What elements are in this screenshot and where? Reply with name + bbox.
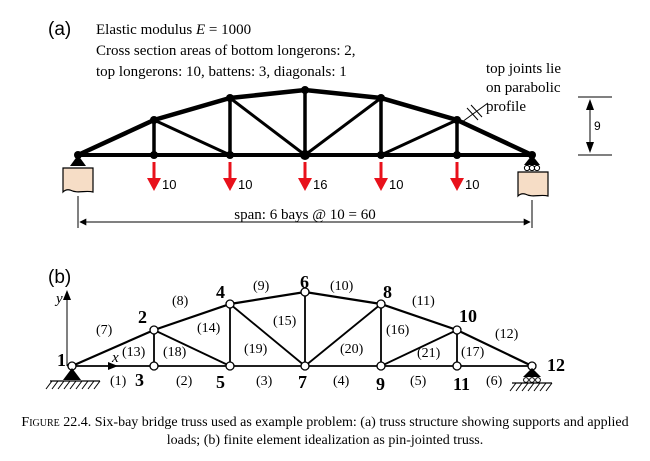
left-support-block [62, 167, 94, 194]
load-label-2: 10 [238, 177, 252, 192]
annotation-leader [461, 102, 489, 123]
panel-b-label: (b) [48, 267, 71, 288]
load-arrow-2 [223, 162, 237, 191]
element-label-14: (14) [197, 321, 221, 336]
node-label-5: 5 [216, 372, 225, 392]
truss-b-nodes [67, 287, 537, 371]
element-label-20: (20) [340, 342, 364, 357]
load-label-5: 10 [465, 177, 479, 192]
panel-a-label: (a) [48, 19, 71, 40]
node-label-12: 12 [547, 355, 565, 375]
element-labels: (1) (2) (3) (4) (5) (6) (7) (8) (9) (10)… [96, 279, 519, 389]
elastic-modulus-text: Elastic modulus E = 1000 [96, 22, 251, 38]
panel-a: (a) Elastic modulus E = 1000 Cross secti… [48, 19, 612, 228]
node-label-6: 6 [300, 272, 309, 292]
annotation-line2: on parabolic [486, 80, 561, 96]
element-label-8: (8) [172, 294, 189, 309]
node-label-3: 3 [135, 370, 144, 390]
element-label-18: (18) [163, 345, 187, 360]
panel-b: (b) y x [45, 267, 565, 394]
annotation-line3: profile [486, 99, 526, 115]
load-label-4: 10 [389, 177, 403, 192]
load-arrow-5 [450, 162, 464, 191]
element-label-3: (3) [256, 374, 273, 389]
node-label-4: 4 [216, 282, 225, 302]
load-arrow-4 [374, 162, 388, 191]
node-label-1: 1 [57, 350, 66, 370]
element-label-13: (13) [122, 345, 146, 360]
right-roller-support [517, 155, 549, 198]
element-label-4: (4) [333, 374, 350, 389]
node-label-10: 10 [459, 306, 477, 326]
y-axis-label: y [54, 291, 63, 307]
element-label-17: (17) [461, 345, 485, 360]
node-labels: 1 2 3 4 5 6 7 8 9 10 11 12 [57, 272, 565, 394]
diagonal-2 [228, 96, 307, 157]
node-label-7: 7 [298, 372, 307, 392]
right-support-block [517, 171, 549, 198]
load-labels: 10 10 16 10 10 [162, 177, 479, 192]
annotation-line1: top joints lie [486, 61, 561, 77]
node-label-11: 11 [453, 374, 470, 394]
node-label-9: 9 [376, 374, 385, 394]
element-label-19: (19) [244, 342, 268, 357]
load-arrow-1 [147, 162, 161, 191]
area-text-line1: Cross section areas of bottom longerons:… [96, 43, 356, 59]
caption-figure-word: Figure [21, 415, 60, 430]
left-support-b [45, 368, 101, 390]
height-label: 9 [594, 119, 601, 133]
caption-figure-number: 22.4. [63, 415, 92, 430]
diagonal-3 [303, 96, 383, 157]
height-dimension [578, 96, 612, 156]
diagonal-1 [152, 118, 232, 157]
element-label-9: (9) [253, 279, 270, 294]
load-label-3: 16 [313, 177, 327, 192]
right-support-b [509, 368, 553, 392]
element-label-11: (11) [412, 294, 435, 309]
load-arrow-3 [298, 162, 312, 191]
node-label-2: 2 [138, 307, 147, 327]
element-label-12: (12) [495, 327, 519, 342]
element-label-15: (15) [273, 314, 297, 329]
truss-a-members [75, 87, 535, 158]
span-dimension [77, 196, 533, 228]
element-label-1: (1) [110, 374, 127, 389]
load-arrows [147, 162, 464, 191]
node-label-8: 8 [383, 282, 392, 302]
x-axis-label: x [111, 350, 119, 366]
span-label: span: 6 bays @ 10 = 60 [234, 207, 375, 223]
diagonal-4 [379, 118, 459, 157]
element-label-2: (2) [176, 374, 193, 389]
element-label-6: (6) [486, 374, 503, 389]
left-pin-support [62, 155, 94, 194]
element-label-10: (10) [330, 279, 354, 294]
element-label-7: (7) [96, 323, 113, 338]
element-label-5: (5) [410, 374, 427, 389]
figure-caption: Figure 22.4. Six-bay bridge truss used a… [20, 414, 630, 450]
caption-text: Six-bay bridge truss used as example pro… [94, 415, 629, 448]
area-text-line2: top longerons: 10, battens: 3, diagonals… [96, 64, 347, 80]
load-label-1: 10 [162, 177, 176, 192]
element-label-16: (16) [386, 323, 410, 338]
element-label-21: (21) [417, 346, 441, 361]
